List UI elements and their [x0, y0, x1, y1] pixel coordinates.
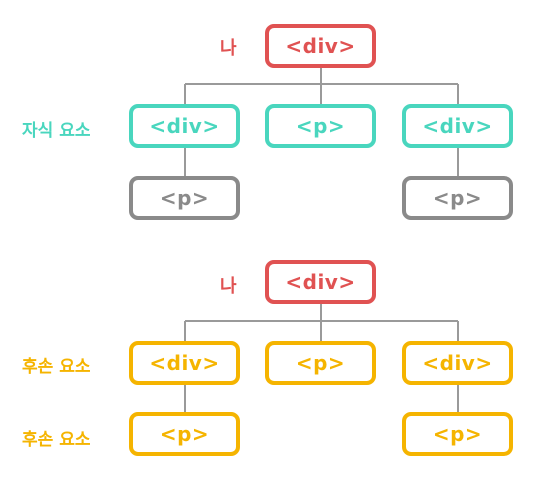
bottom-self-label: 나 — [220, 276, 237, 297]
top-root-node: <div> — [265, 24, 376, 68]
top-child-node-3: <div> — [402, 104, 513, 148]
bottom-root-node: <div> — [265, 260, 376, 304]
top-grandchild-node-2: <p> — [402, 176, 513, 220]
top-child-label: 자식 요소 — [22, 121, 91, 141]
bottom-grandchild-node-2: <p> — [402, 412, 513, 456]
top-child-node-1: <div> — [129, 104, 240, 148]
bottom-child-node-2: <p> — [265, 341, 376, 385]
bottom-descendant-label-1: 후손 요소 — [22, 357, 91, 377]
bottom-child-node-3: <div> — [402, 341, 513, 385]
bottom-child-node-1: <div> — [129, 341, 240, 385]
bottom-grandchild-node-1: <p> — [129, 412, 240, 456]
top-grandchild-node-1: <p> — [129, 176, 240, 220]
top-child-node-2: <p> — [265, 104, 376, 148]
bottom-descendant-label-2: 후손 요소 — [22, 430, 91, 450]
top-self-label: 나 — [220, 38, 237, 59]
